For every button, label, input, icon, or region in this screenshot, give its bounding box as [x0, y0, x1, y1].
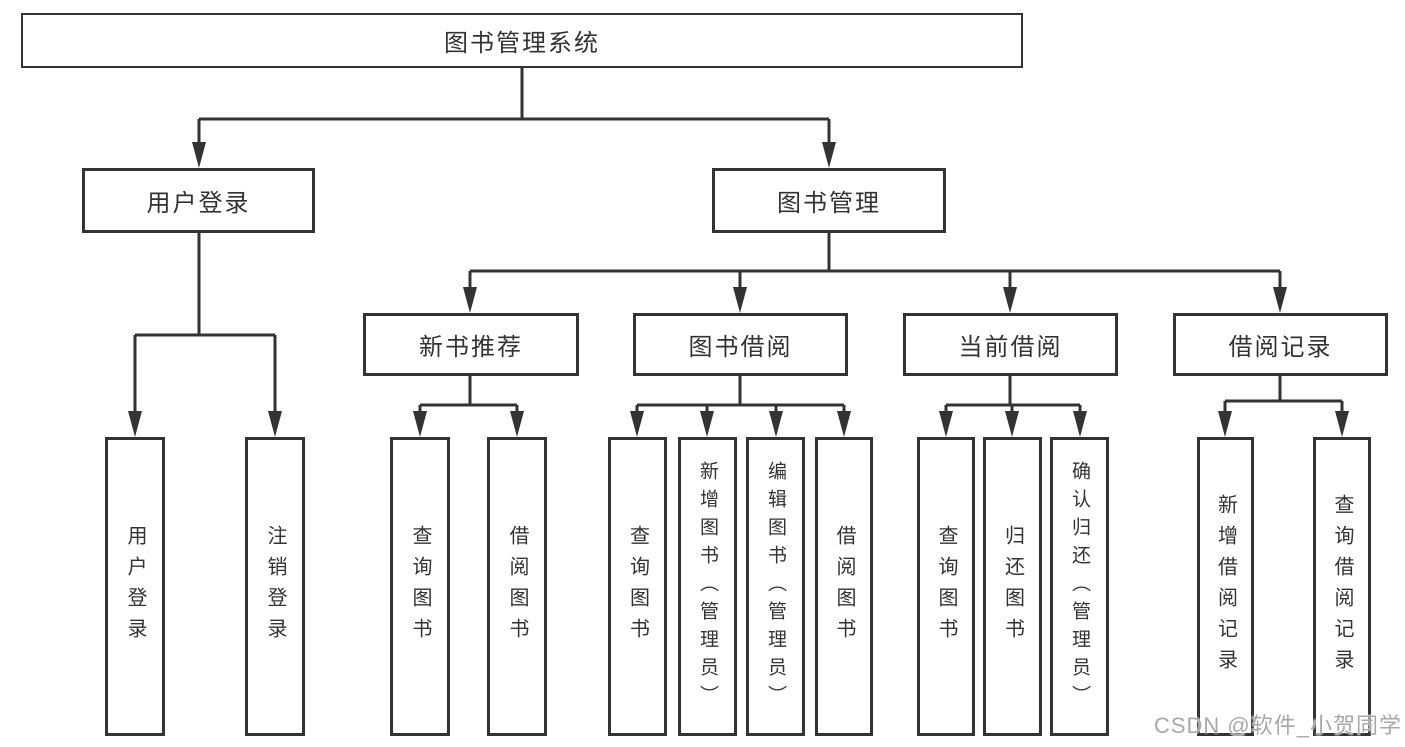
csdn-watermark: CSDN @软件_小贺同学 — [1153, 713, 1402, 738]
node-current-borrowing: 当前借阅 — [903, 313, 1118, 376]
node-book-borrowing-label: 图书借阅 — [688, 334, 793, 361]
node-root-system: 图书管理系统 — [21, 13, 1023, 68]
leaf-records-query-record: 查询借阅记录 — [1313, 437, 1371, 736]
leaf-current-return-books: 归还图书 — [983, 437, 1042, 736]
leaf-user-login-label: 用户登录 — [124, 524, 146, 649]
leaf-borrowing-query-books: 查询图书 — [608, 437, 667, 736]
leaf-current-confirm-return-admin: 确认归还（管理员） — [1050, 437, 1109, 736]
leaf-recommend-borrow-books-label: 借阅图书 — [506, 524, 528, 649]
node-current-borrowing-label: 当前借阅 — [958, 334, 1063, 361]
leaf-records-add-record: 新增借阅记录 — [1197, 437, 1254, 736]
leaf-borrowing-borrow-books-label: 借阅图书 — [833, 524, 855, 649]
node-new-book-recommend: 新书推荐 — [363, 313, 579, 376]
leaf-current-query-books: 查询图书 — [917, 437, 975, 736]
leaf-current-query-books-label: 查询图书 — [935, 524, 957, 649]
leaf-recommend-borrow-books: 借阅图书 — [487, 437, 547, 736]
leaf-borrowing-borrow-books: 借阅图书 — [815, 437, 873, 736]
leaf-current-confirm-return-admin-label: 确认归还（管理员） — [1069, 460, 1090, 713]
node-book-management-label: 图书管理 — [777, 190, 881, 217]
leaf-logout-label: 注销登录 — [264, 524, 286, 649]
node-new-book-recommend-label: 新书推荐 — [419, 334, 523, 361]
node-borrowing-records: 借阅记录 — [1173, 313, 1388, 376]
leaf-borrowing-add-books-admin: 新增图书（管理员） — [678, 437, 737, 736]
node-book-borrowing: 图书借阅 — [633, 313, 848, 376]
node-root-system-label: 图书管理系统 — [444, 30, 600, 57]
node-user-login-label: 用户登录 — [146, 190, 251, 217]
leaf-borrowing-add-books-admin-label: 新增图书（管理员） — [697, 460, 718, 713]
leaf-borrowing-edit-books-admin-label: 编辑图书（管理员） — [765, 460, 786, 713]
leaf-current-return-books-label: 归还图书 — [1001, 524, 1024, 649]
node-user-login: 用户登录 — [82, 168, 315, 233]
leaf-borrowing-edit-books-admin: 编辑图书（管理员） — [746, 437, 805, 736]
leaf-records-query-record-label: 查询借阅记录 — [1331, 493, 1353, 680]
node-book-management: 图书管理 — [712, 168, 946, 233]
leaf-logout: 注销登录 — [245, 437, 305, 736]
leaf-recommend-query-books-label: 查询图书 — [409, 524, 431, 649]
node-borrowing-records-label: 借阅记录 — [1228, 334, 1333, 361]
leaf-user-login: 用户登录 — [105, 437, 165, 736]
leaf-recommend-query-books: 查询图书 — [390, 437, 450, 736]
leaf-records-add-record-label: 新增借阅记录 — [1214, 493, 1237, 680]
leaf-borrowing-query-books-label: 查询图书 — [626, 524, 649, 649]
